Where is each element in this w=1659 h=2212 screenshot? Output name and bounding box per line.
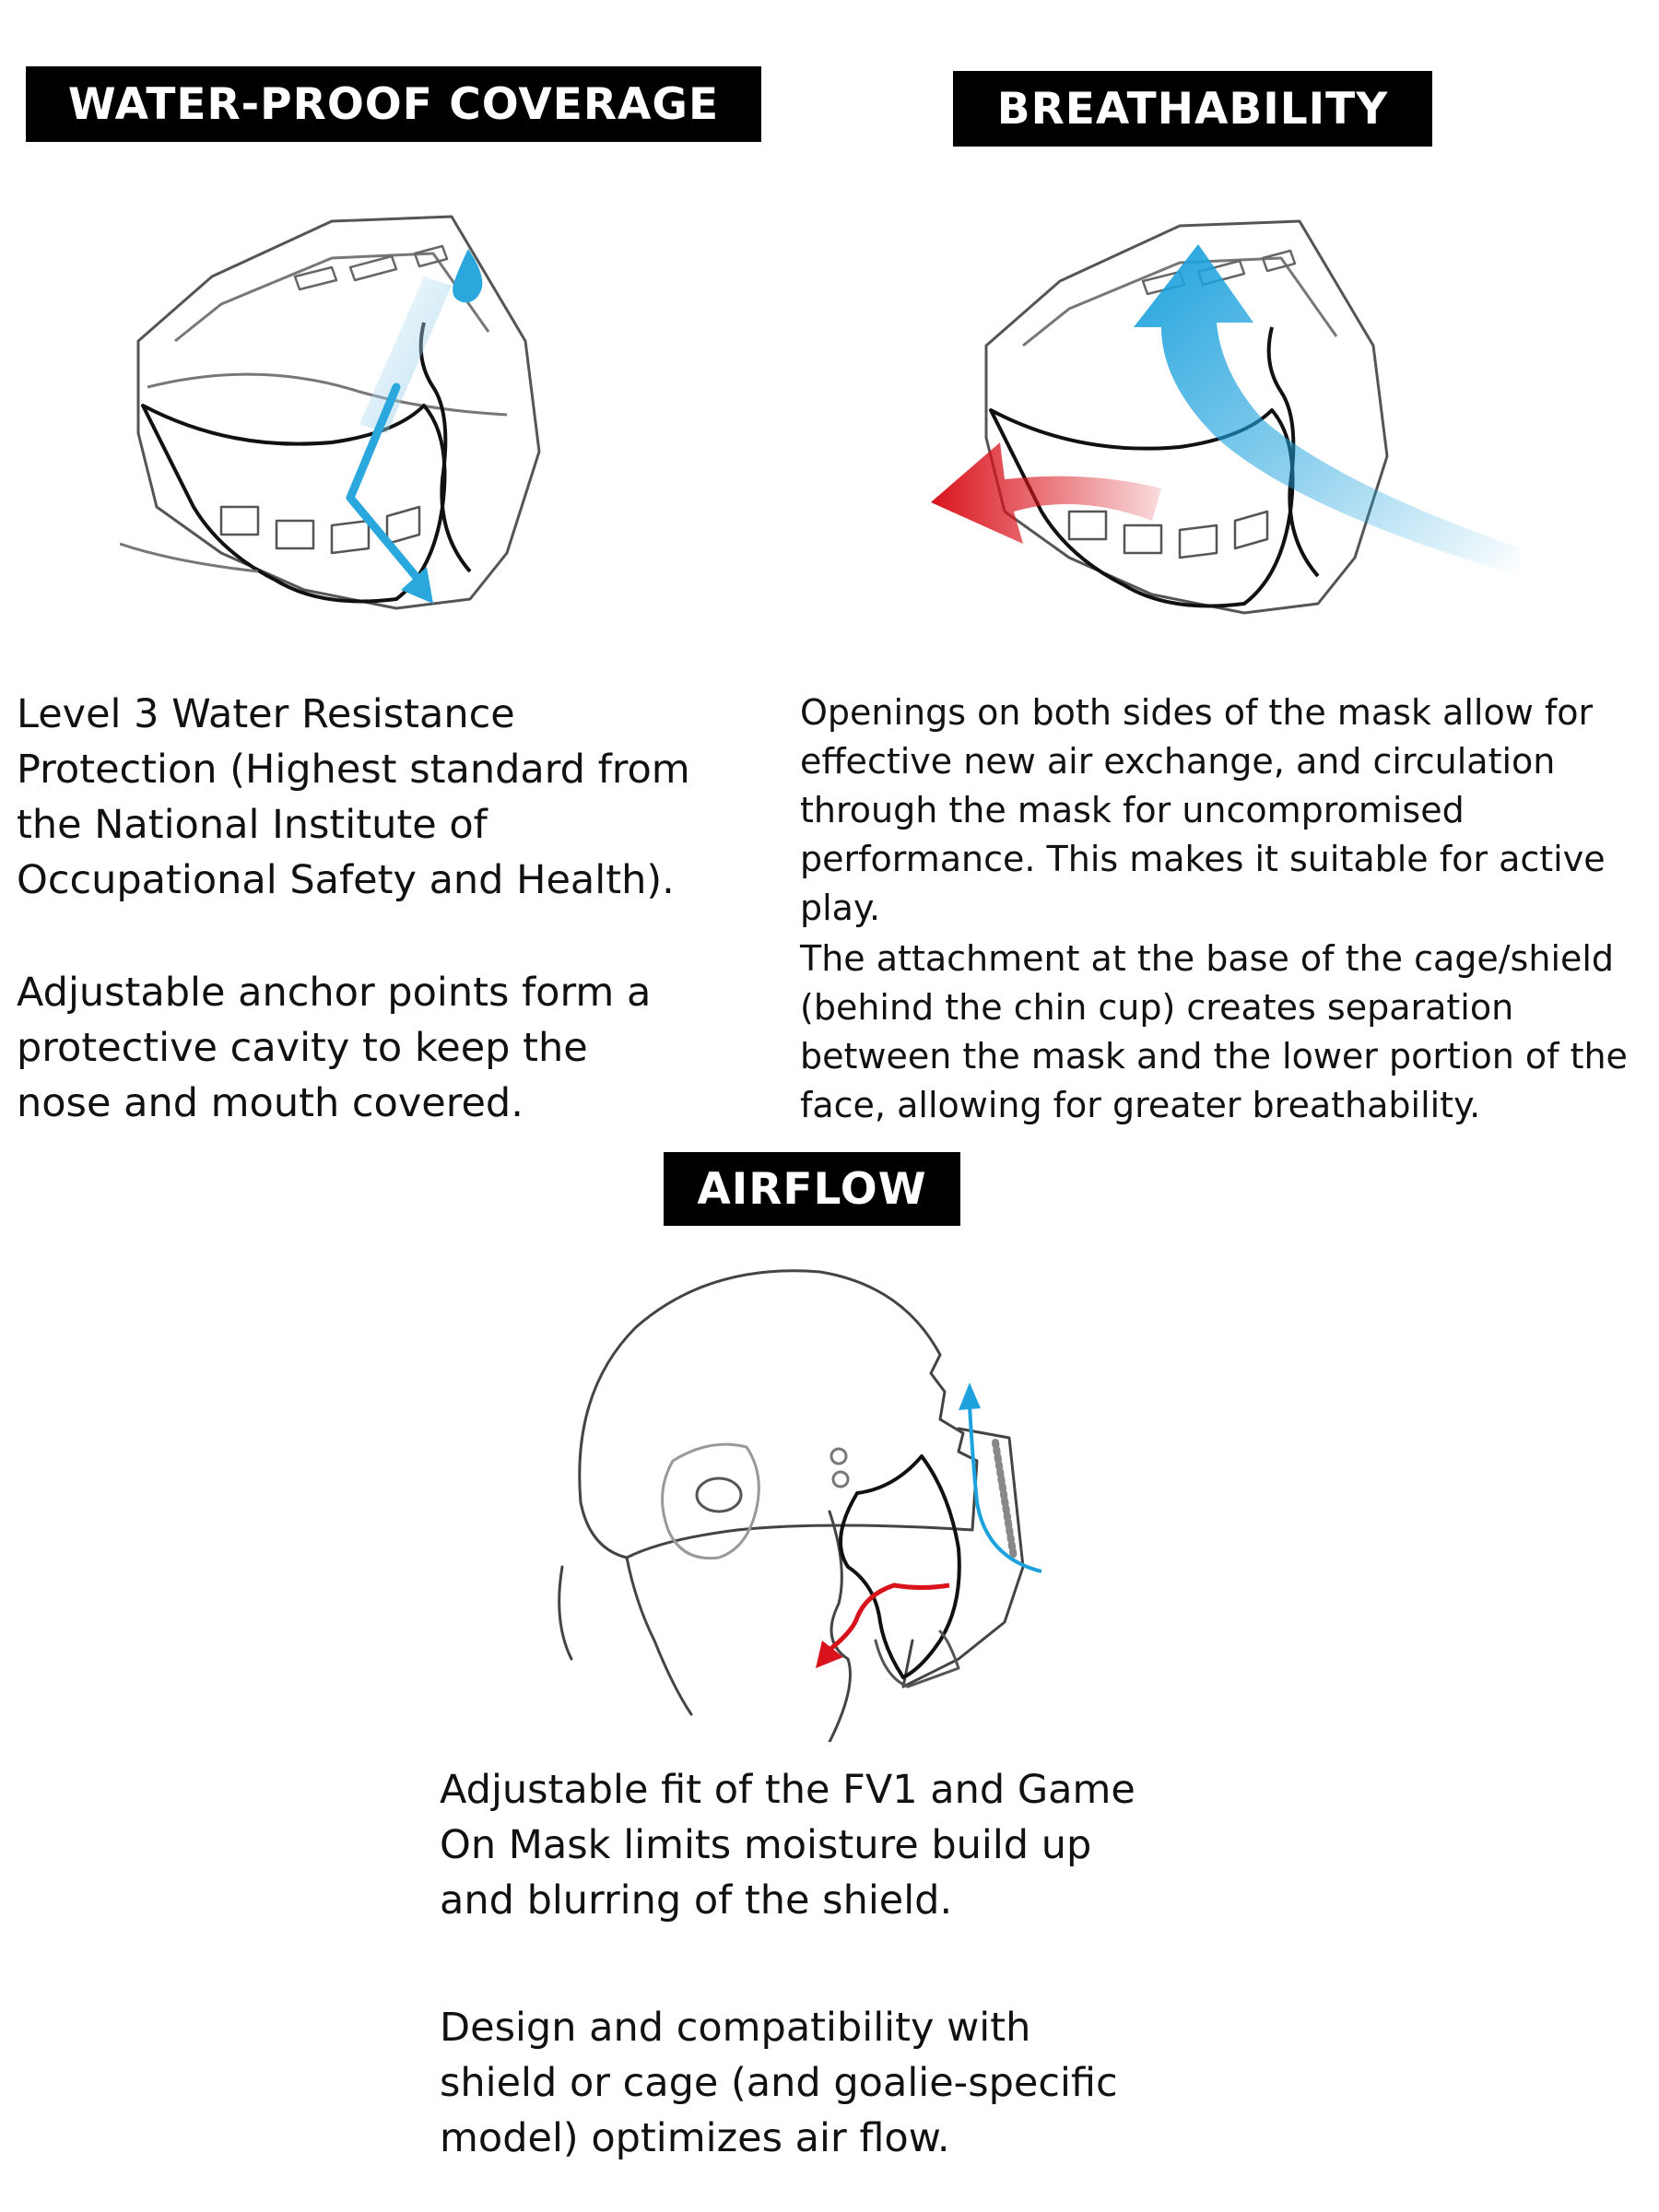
waterproof-heading: WATER-PROOF COVERAGE (26, 66, 761, 142)
airflow-paragraph-2: Design and compatibility with shield or … (440, 2005, 1118, 2161)
waterproof-paragraph-1: Level 3 Water Resistance Protection (Hig… (17, 691, 690, 903)
breathability-paragraph-1: Openings on both sides of the mask allow… (800, 692, 1606, 928)
airflow-heading-text: AIRFLOW (697, 1163, 927, 1215)
breathability-heading: BREATHABILITY (953, 71, 1432, 147)
waterproof-paragraph-2: Adjustable anchor points form a protecti… (17, 970, 652, 1126)
breathability-mask-illustration (931, 219, 1521, 615)
waterproof-heading-text: WATER-PROOF COVERAGE (67, 78, 720, 130)
waterproof-mask-illustration (120, 215, 541, 610)
breathability-heading-text: BREATHABILITY (996, 83, 1389, 135)
airflow-head-illustration (558, 1269, 1042, 1742)
airflow-heading: AIRFLOW (664, 1152, 960, 1226)
airflow-paragraph-1: Adjustable fit of the FV1 and Game On Ma… (440, 1767, 1135, 1924)
breathability-paragraph-2: The attachment at the base of the cage/s… (800, 938, 1628, 1125)
